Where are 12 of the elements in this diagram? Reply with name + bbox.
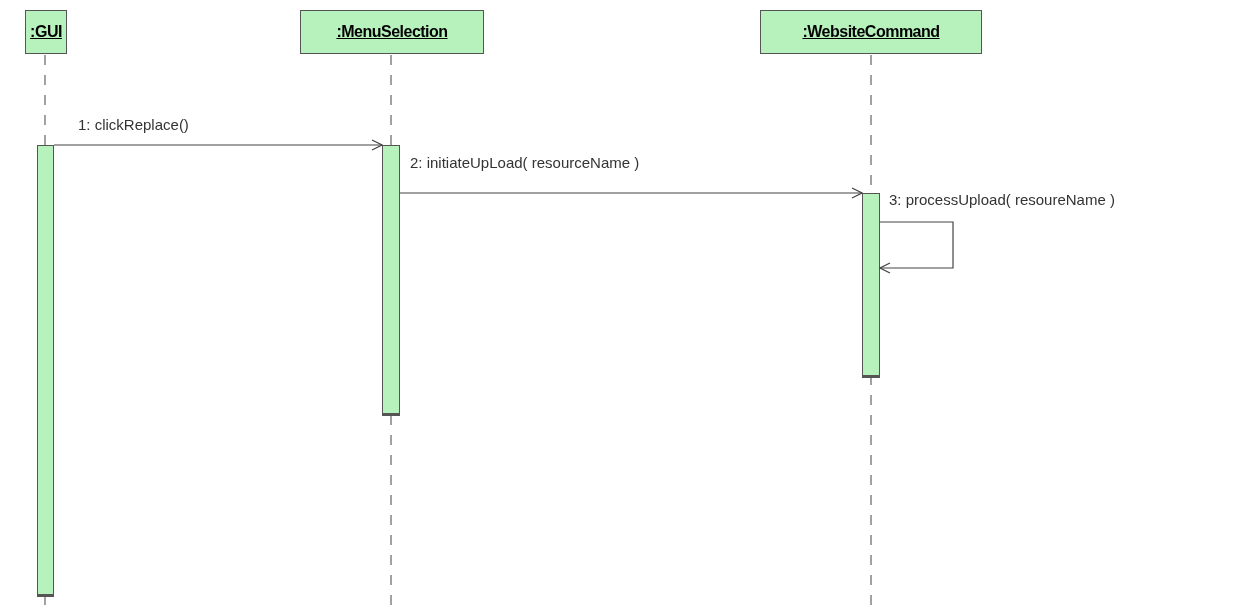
lifeline-head-box: :GUI <box>25 10 67 54</box>
activation-bar <box>862 193 880 378</box>
message-arrow <box>879 221 954 274</box>
message-arrow <box>399 187 863 199</box>
activation-bar <box>37 145 54 597</box>
lifeline-head-box: :MenuSelection <box>300 10 484 54</box>
edge-label: 2: initiateUpLoad( resourceName ) <box>410 154 640 172</box>
lifeline-head-box: :WebsiteCommand <box>760 10 982 54</box>
message-arrow <box>53 139 383 151</box>
edge-label: 3: processUpload( resoureName ) <box>889 191 1115 209</box>
activation-bar <box>382 145 400 416</box>
edge-label: 1: clickReplace() <box>78 116 189 134</box>
